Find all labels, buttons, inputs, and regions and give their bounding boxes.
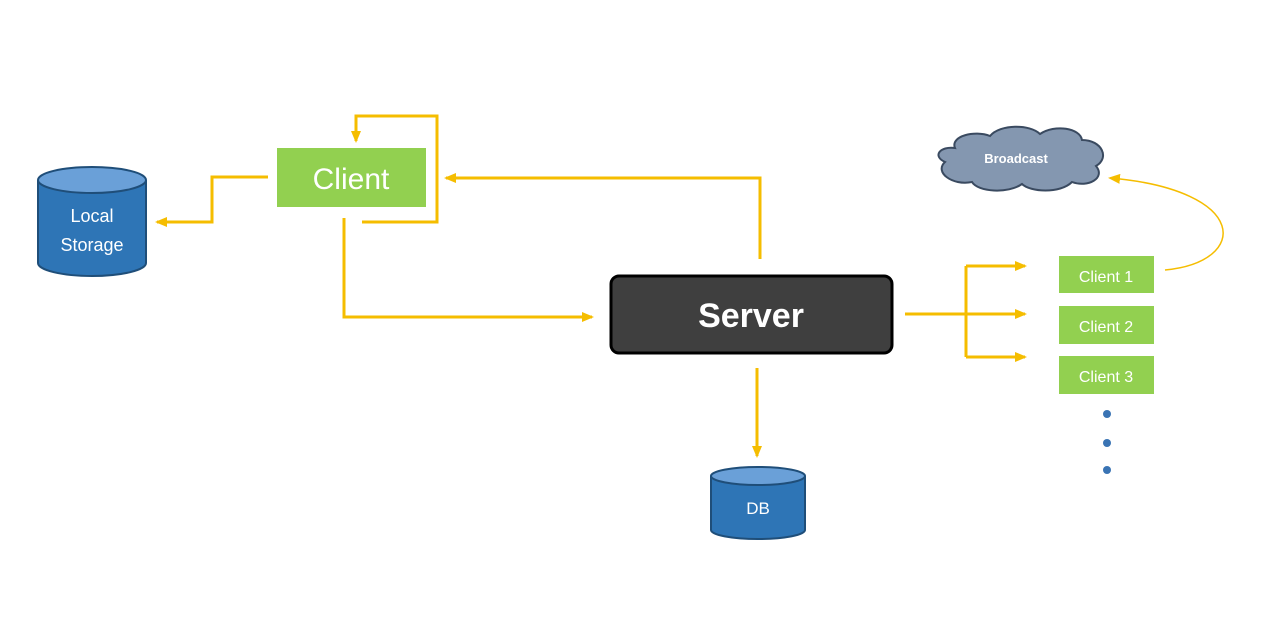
broadcast-cloud: Broadcast <box>937 125 1104 192</box>
ellipsis-dot <box>1103 410 1111 418</box>
client-1-label: Client 1 <box>1079 269 1133 286</box>
local-storage-label-line2: Storage <box>60 235 123 255</box>
client-self-loop-arrow <box>351 114 439 224</box>
ellipsis-dot <box>1103 439 1111 447</box>
client-2-label: Client 2 <box>1079 319 1133 336</box>
ellipsis-dot <box>1103 466 1111 474</box>
client-node: Client <box>277 148 426 207</box>
local-storage-cylinder: Local Storage <box>37 166 147 277</box>
client-2-node: Client 2 <box>1059 306 1154 344</box>
db-cylinder: DB <box>710 466 806 540</box>
server-label: Server <box>698 297 804 335</box>
server-node: Server <box>609 274 894 355</box>
client-label: Client <box>313 163 390 196</box>
client-3-node: Client 3 <box>1059 356 1154 394</box>
client-1-node: Client 1 <box>1059 256 1154 293</box>
broadcast-label: Broadcast <box>984 151 1048 166</box>
client1-to-broadcast-arrow <box>1108 173 1224 271</box>
server-to-client-arrow <box>444 173 762 259</box>
db-label: DB <box>746 499 770 518</box>
client-to-server-arrow <box>342 218 594 322</box>
client-to-local-storage-arrow <box>155 175 268 227</box>
ellipsis-dots <box>1103 410 1111 474</box>
local-storage-label-line1: Local <box>70 206 113 226</box>
client-3-label: Client 3 <box>1079 369 1133 386</box>
client-list: Client 1 Client 2 Client 3 <box>1059 256 1154 474</box>
